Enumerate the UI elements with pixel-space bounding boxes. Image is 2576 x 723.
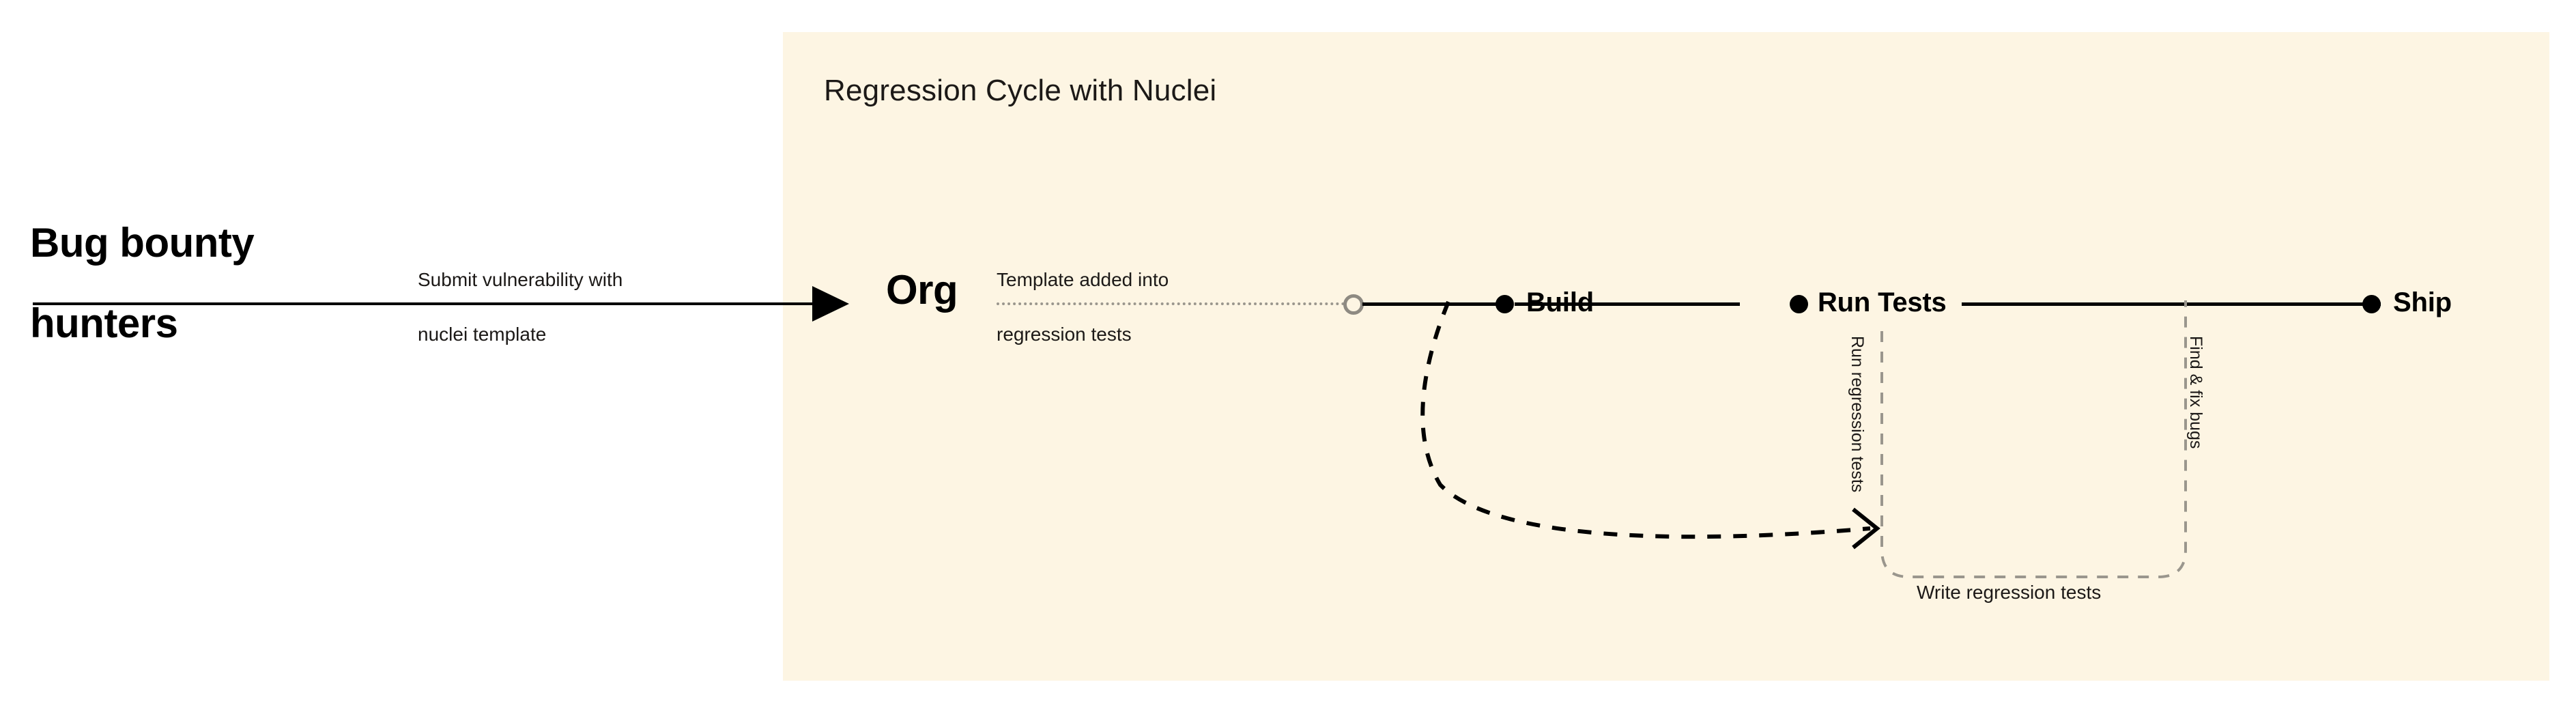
actor-bug-bounty-hunters: Bug bounty hunters [30,213,412,354]
template-edge-label: Template added into regression tests [997,253,1324,362]
submit-edge-label: Submit vulnerability with nuclei templat… [418,253,773,362]
bracket-right-label: Find & fix bugs [2186,336,2205,449]
template-edge-label-line-2: regression tests [997,324,1132,345]
edge-run-tests-to-ship [1962,302,2381,306]
node-run-tests-label[interactable]: Run Tests [1818,287,1947,317]
panel-title: Regression Cycle with Nuclei [824,74,1217,107]
actor-label-line-2: hunters [30,300,178,346]
node-build-dot-icon[interactable] [1495,295,1514,313]
node-ship-label[interactable]: Ship [2393,287,2452,317]
submit-edge-label-line-1: Submit vulnerability with [418,269,623,290]
bracket-caption: Write regression tests [1917,582,2102,603]
edge-build-to-run-tests [1515,302,1740,306]
actor-label-line-1: Bug bounty [30,220,255,266]
feedback-loop-arrowhead-icon [1852,507,1880,550]
node-org[interactable]: Org [886,267,958,313]
feedback-loop-arrow [1420,300,1880,550]
node-run-tests-dot-icon[interactable] [1790,295,1808,313]
submit-arrow-line [33,302,825,305]
feedback-loop-path [1420,300,1871,539]
node-build-label[interactable]: Build [1526,287,1594,317]
submit-edge-label-line-2: nuclei template [418,324,547,345]
edge-junction-to-build [1362,302,1496,306]
template-edge-label-line-1: Template added into [997,269,1169,290]
node-template-junction-icon[interactable] [1343,294,1364,315]
regression-cycle-panel [783,32,2549,681]
template-edge-dotted-line [997,302,1345,305]
submit-arrowhead-icon [812,286,849,322]
bracket-path [1880,300,2187,578]
write-regression-tests-bracket [1880,300,2187,578]
node-ship-dot-icon[interactable] [2362,295,2381,313]
